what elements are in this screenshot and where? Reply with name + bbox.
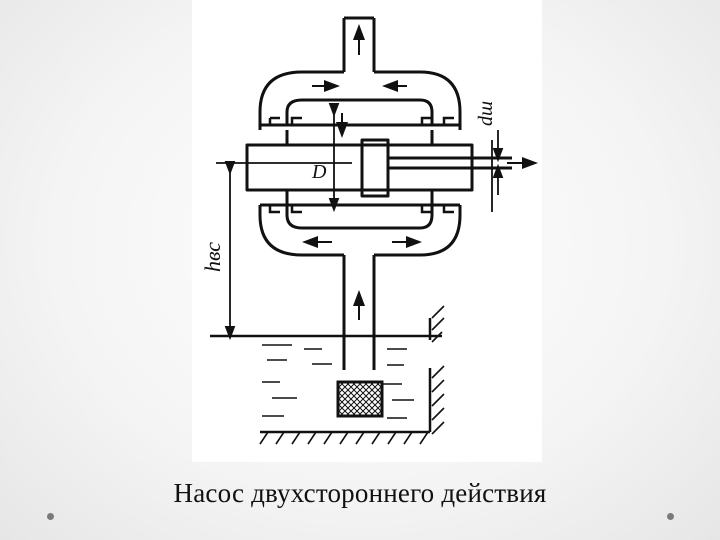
corner-dot-left	[47, 513, 54, 520]
slide-caption: Насос двухстороннего действия	[173, 478, 547, 508]
cylinder-top-wall	[258, 123, 462, 130]
lower-manifold-inner	[285, 205, 434, 230]
piston-rod	[388, 156, 512, 170]
upper-manifold-outer	[258, 70, 462, 125]
label-suction-height: hвс	[200, 242, 225, 272]
corner-dot-right	[667, 513, 674, 520]
water-dashes	[262, 344, 414, 419]
lower-manifold-outer	[258, 205, 462, 257]
valve-upper-right	[420, 116, 454, 125]
pump-diagram: D dш hвс	[200, 16, 538, 445]
sump	[210, 318, 442, 434]
label-D: D	[311, 161, 327, 183]
flow-arrows	[302, 24, 538, 320]
valves	[268, 116, 454, 214]
cylinder-inner-bottom	[285, 190, 434, 205]
cylinder-inner-top	[285, 130, 434, 145]
piston	[360, 138, 390, 198]
valve-upper-left	[268, 116, 302, 125]
suction-strainer	[336, 380, 384, 418]
dimension-rod	[491, 130, 504, 212]
pump-diagram-panel: D dш hвс	[192, 0, 542, 462]
valve-lower-right	[420, 205, 454, 214]
hatching	[259, 305, 445, 445]
upper-manifold-inner	[285, 98, 434, 125]
cylinder-outline	[245, 143, 474, 192]
dimension-h	[216, 160, 352, 341]
label-rod-diameter: dш	[475, 101, 497, 126]
valve-lower-left	[268, 205, 302, 214]
